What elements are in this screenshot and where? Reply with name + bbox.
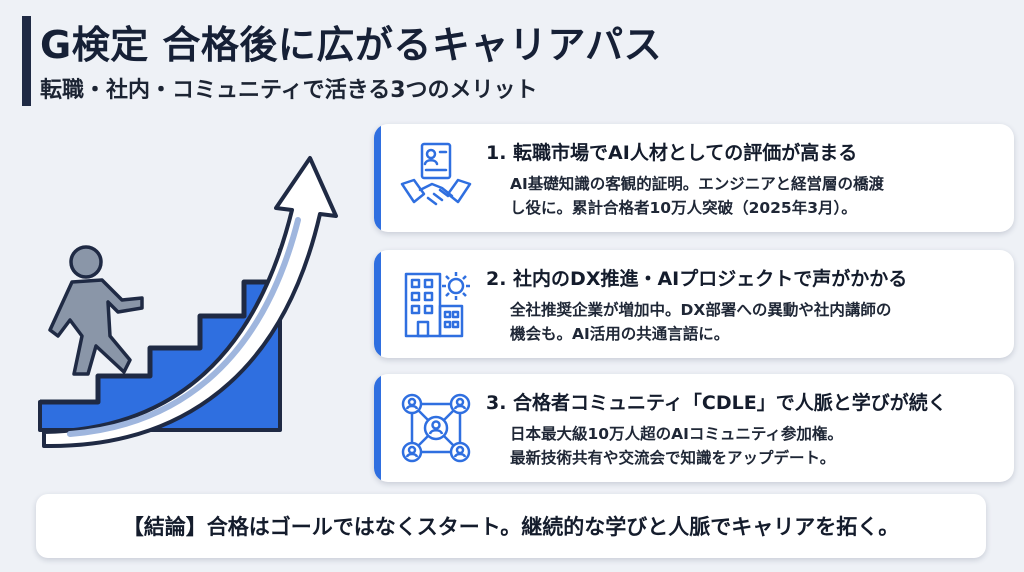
merit-card-description: AI基礎知識の客観的証明。エンジニアと経営層の橋渡 し役に。累計合格者10万人突…: [510, 175, 884, 217]
page-title: G検定 合格後に広がるキャリアパス: [40, 23, 663, 67]
network-people-icon: [401, 393, 471, 463]
merit-card-title: 1. 転職市場でAI人材としての評価が高まる: [486, 142, 858, 164]
merit-card-2: 2. 社内のDX推進・AIプロジェクトで声がかかる 全社推奨企業が増加中。DX部…: [374, 250, 1014, 358]
merit-card-title: 3. 合格者コミュニティ「CDLE」で人脈と学びが続く: [486, 392, 947, 414]
merit-card-3: 3. 合格者コミュニティ「CDLE」で人脈と学びが続く 日本最大級10万人超のA…: [374, 374, 1014, 482]
merit-card-title: 2. 社内のDX推進・AIプロジェクトで声がかかる: [486, 268, 908, 290]
handshake-resume-icon: [400, 142, 472, 206]
conclusion-banner: 【結論】合格はゴールではなくスタート。継続的な学びと人脈でキャリアを拓く。: [36, 494, 986, 558]
merit-card-1: 1. 転職市場でAI人材としての評価が高まる AI基礎知識の客観的証明。エンジニ…: [374, 124, 1014, 232]
title-accent-bar: [22, 16, 31, 106]
page-subtitle: 転職・社内・コミュニティで活きる3つのメリット: [40, 78, 538, 103]
up-arrow-icon: [42, 156, 338, 449]
career-growth-illustration: [38, 156, 338, 449]
merit-card-description: 日本最大級10万人超のAIコミュニティ参加権。 最新技術共有や交流会で知識をアッ…: [510, 425, 843, 467]
building-gear-icon: [404, 272, 470, 338]
merit-card-description: 全社推奨企業が増加中。DX部署への異動や社内講師の 機会も。AI活用の共通言語に…: [510, 301, 892, 343]
person-climbing-icon: [48, 245, 144, 376]
